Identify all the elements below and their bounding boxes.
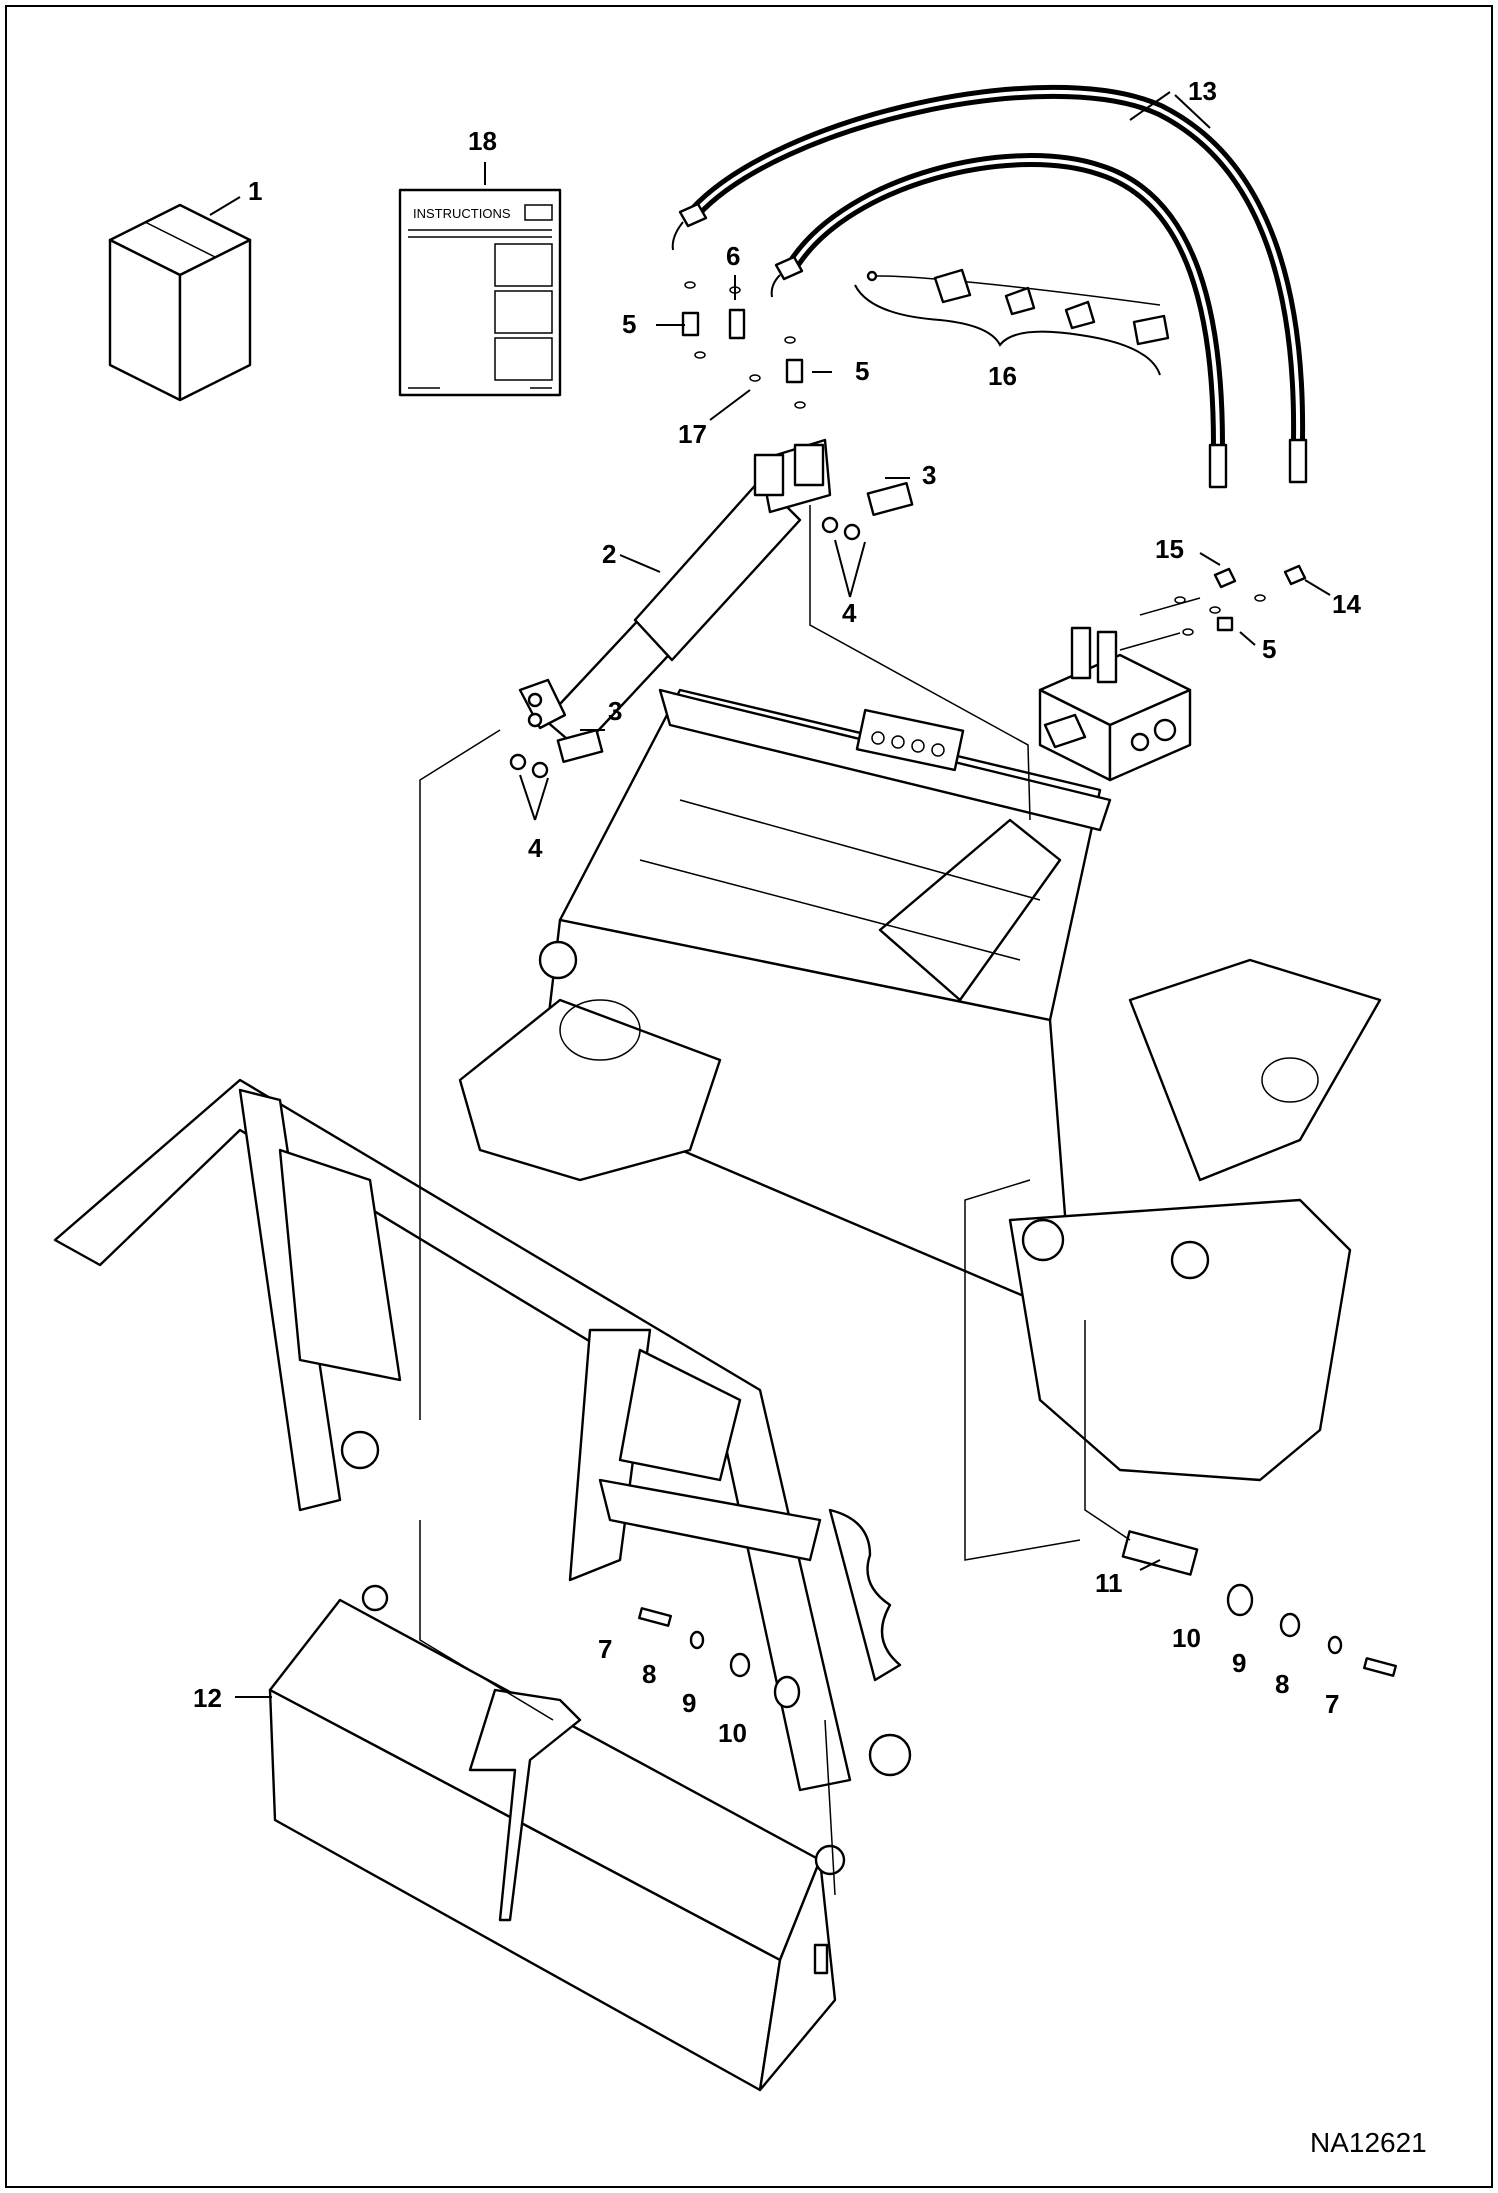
callout-9-left: 9: [682, 1688, 696, 1718]
fittings-top: [681, 281, 806, 409]
callout-10-left: 10: [718, 1718, 747, 1748]
callout-4-upper: 4: [842, 598, 857, 628]
callout-17: 17: [678, 419, 707, 449]
callout-3-upper: 3: [922, 460, 936, 490]
callout-2: 2: [602, 539, 616, 569]
callout-11: 11: [1095, 1568, 1123, 1598]
callout-7-left: 7: [598, 1634, 612, 1664]
part-18-instructions: [398, 188, 562, 397]
alignment-lines: [419, 505, 1131, 1896]
hardware-right: [1121, 1530, 1397, 1677]
attachment-housing: [458, 688, 1382, 1482]
callout-18: 18: [468, 126, 497, 156]
callout-7-right: 7: [1325, 1689, 1339, 1719]
control-valve: [1038, 564, 1307, 782]
callout-4-lower: 4: [528, 833, 543, 863]
part-12-cover: [268, 1584, 846, 2092]
callout-14: 14: [1332, 589, 1361, 619]
hardware-left: [638, 1607, 801, 1709]
callout-9-right: 9: [1232, 1648, 1246, 1678]
front-frame: [53, 1078, 912, 1792]
part-16-harness: [854, 268, 1170, 376]
callout-5-right: 5: [855, 356, 869, 386]
callout-8-right: 8: [1275, 1669, 1289, 1699]
callout-10-right: 10: [1172, 1623, 1201, 1653]
part-1-box: [108, 203, 252, 402]
callout-8-left: 8: [642, 1659, 656, 1689]
callout-6: 6: [726, 241, 740, 271]
drawing-reference: NA12621: [1310, 2127, 1427, 2158]
callout-5-valve: 5: [1262, 634, 1276, 664]
leader-lines: [209, 91, 1331, 1698]
part-2-cylinder: [518, 438, 832, 752]
callout-12: 12: [193, 1683, 222, 1713]
callout-5-left: 5: [622, 309, 636, 339]
part-13-hoses: [671, 84, 1308, 489]
callout-3-lower: 3: [608, 696, 622, 726]
callout-13: 13: [1188, 76, 1217, 106]
callout-15: 15: [1155, 534, 1184, 564]
callout-16: 16: [988, 361, 1017, 391]
part-3-4-pins: [509, 481, 914, 779]
callout-1: 1: [248, 176, 262, 206]
instructions-doc-label: INSTRUCTIONS: [413, 206, 511, 221]
callout-labels: 1 2 3 3 4 4 5 5 5 6 7 7 8 8 9 9 10 10 11…: [193, 76, 1361, 1748]
